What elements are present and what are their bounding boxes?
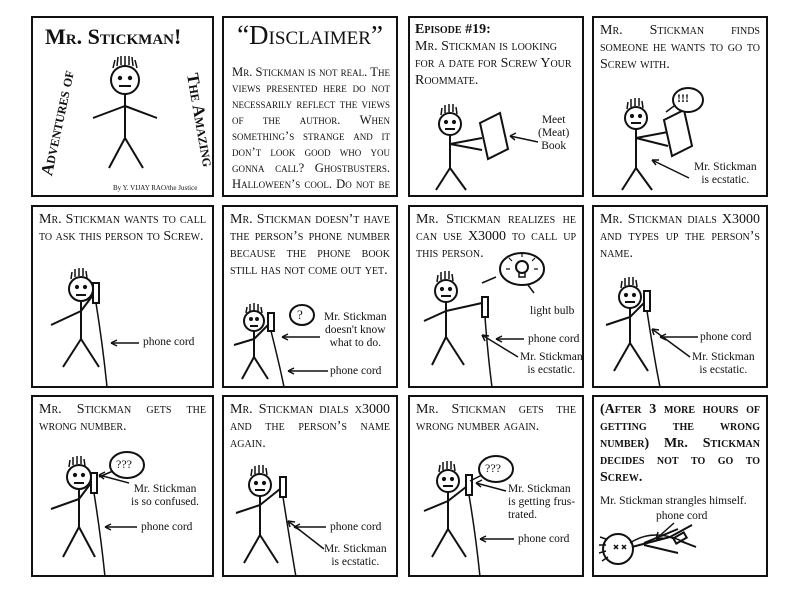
panel-4-label: Mr. Stickman is ecstatic. xyxy=(694,161,757,186)
stickman-dialing xyxy=(605,277,698,386)
disclaimer-panel: “Disclaimer” Mr. Stickman is not real. T… xyxy=(222,16,398,197)
stickman-with-book xyxy=(435,104,539,191)
episode-number: Episode #19: xyxy=(415,22,491,37)
panel-7-label: Mr. Stickman is ecstatic. xyxy=(520,351,583,376)
panel-9: Mr. Stickman gets the wrong number. ??? … xyxy=(31,395,214,577)
book-label: Meet (Meat) Book xyxy=(538,114,570,152)
panel-5: Mr. Stickman wants to call to ask this p… xyxy=(31,205,214,388)
panel-8-cord-label: phone cord xyxy=(700,331,752,343)
stickman-with-book-2 xyxy=(621,87,704,191)
panel-4-bubble: !!! xyxy=(677,91,689,105)
stickman-strangled xyxy=(598,522,697,565)
panel-10-caption: Mr. Stickman dials x3000 and the person’… xyxy=(230,402,390,451)
panel-4-caption: Mr. Stickman finds someone he wants to g… xyxy=(600,23,760,72)
episode-caption: Mr. Stickman is looking for a date for S… xyxy=(415,39,572,88)
panel-8-label: Mr. Stickman is ecstatic. xyxy=(692,351,755,376)
panel-11-cord-label: phone cord xyxy=(518,533,570,545)
disclaimer-heading: “Disclaimer” xyxy=(237,20,383,50)
panel-8-caption: Mr. Stickman dials X3000 and types up th… xyxy=(600,212,760,261)
stickman-dialing-again xyxy=(235,465,326,575)
title-panel: Mr. Stickman! Adventures of The Amazing … xyxy=(31,16,214,197)
panel-5-caption: Mr. Stickman wants to call to ask this p… xyxy=(39,212,206,244)
panel-6: Mr. Stickman doesn’t have the person’s p… xyxy=(222,205,398,388)
stickman-frustrated xyxy=(423,455,514,575)
panel-11-bubble: ??? xyxy=(485,461,501,475)
panel-9-label: Mr. Stickman is so confused. xyxy=(131,483,200,508)
panel-7-cord-label: phone cord xyxy=(528,333,580,345)
panel-7: Mr. Stickman realizes he can use X3000 t… xyxy=(408,205,584,388)
panel-9-cord-label: phone cord xyxy=(141,521,193,533)
stickman-wrong-number xyxy=(50,451,145,575)
panel-12-caption: (After 3 more hours of getting the wrong… xyxy=(600,402,760,485)
panel-9-bubble: ??? xyxy=(116,457,132,471)
panel-10: Mr. Stickman dials x3000 and the person’… xyxy=(222,395,398,577)
disclaimer-body: Mr. Stickman is not real. The views pres… xyxy=(232,65,390,195)
panel-7-caption: Mr. Stickman realizes he can use X3000 t… xyxy=(416,212,576,261)
panel-6-caption: Mr. Stickman doesn’t have the person’s p… xyxy=(230,212,390,278)
panel-episode: Episode #19: Mr. Stickman is looking for… xyxy=(408,16,584,197)
stickman-figure xyxy=(92,56,158,169)
stickman-on-phone xyxy=(50,268,139,386)
panel-6-bubble: ? xyxy=(297,307,303,322)
comic-title: Mr. Stickman! xyxy=(45,24,182,49)
author-credit: By Y. VIJAY RAO/the Justice xyxy=(113,184,198,192)
panel-4: Mr. Stickman finds someone he wants to g… xyxy=(592,16,768,197)
panel-6-label: Mr. Stickman doesn't know what to do. xyxy=(324,311,387,349)
stickman-lightbulb xyxy=(423,252,545,386)
panel-8: Mr. Stickman dials X3000 and types up th… xyxy=(592,205,768,388)
panel-10-cord-label: phone cord xyxy=(330,521,382,533)
panel-5-cord-label: phone cord xyxy=(143,336,195,348)
panel-11-caption: Mr. Stickman gets the wrong number again… xyxy=(416,402,576,434)
panel-11: Mr. Stickman gets the wrong number again… xyxy=(408,395,584,577)
panel-12-cord-label: phone cord xyxy=(656,510,708,522)
panel-11-label: Mr. Stickman is getting frus- trated. xyxy=(508,483,576,521)
panel-7-bulb-label: light bulb xyxy=(530,305,575,317)
stickman-confused xyxy=(233,303,328,386)
panel-12: (After 3 more hours of getting the wrong… xyxy=(592,395,768,577)
panel-6-cord-label: phone cord xyxy=(330,365,382,377)
panel-10-label: Mr. Stickman is ecstatic. xyxy=(324,543,387,568)
panel-9-caption: Mr. Stickman gets the wrong number. xyxy=(39,402,206,434)
panel-12-label: Mr. Stickman strangles himself. xyxy=(600,495,747,507)
